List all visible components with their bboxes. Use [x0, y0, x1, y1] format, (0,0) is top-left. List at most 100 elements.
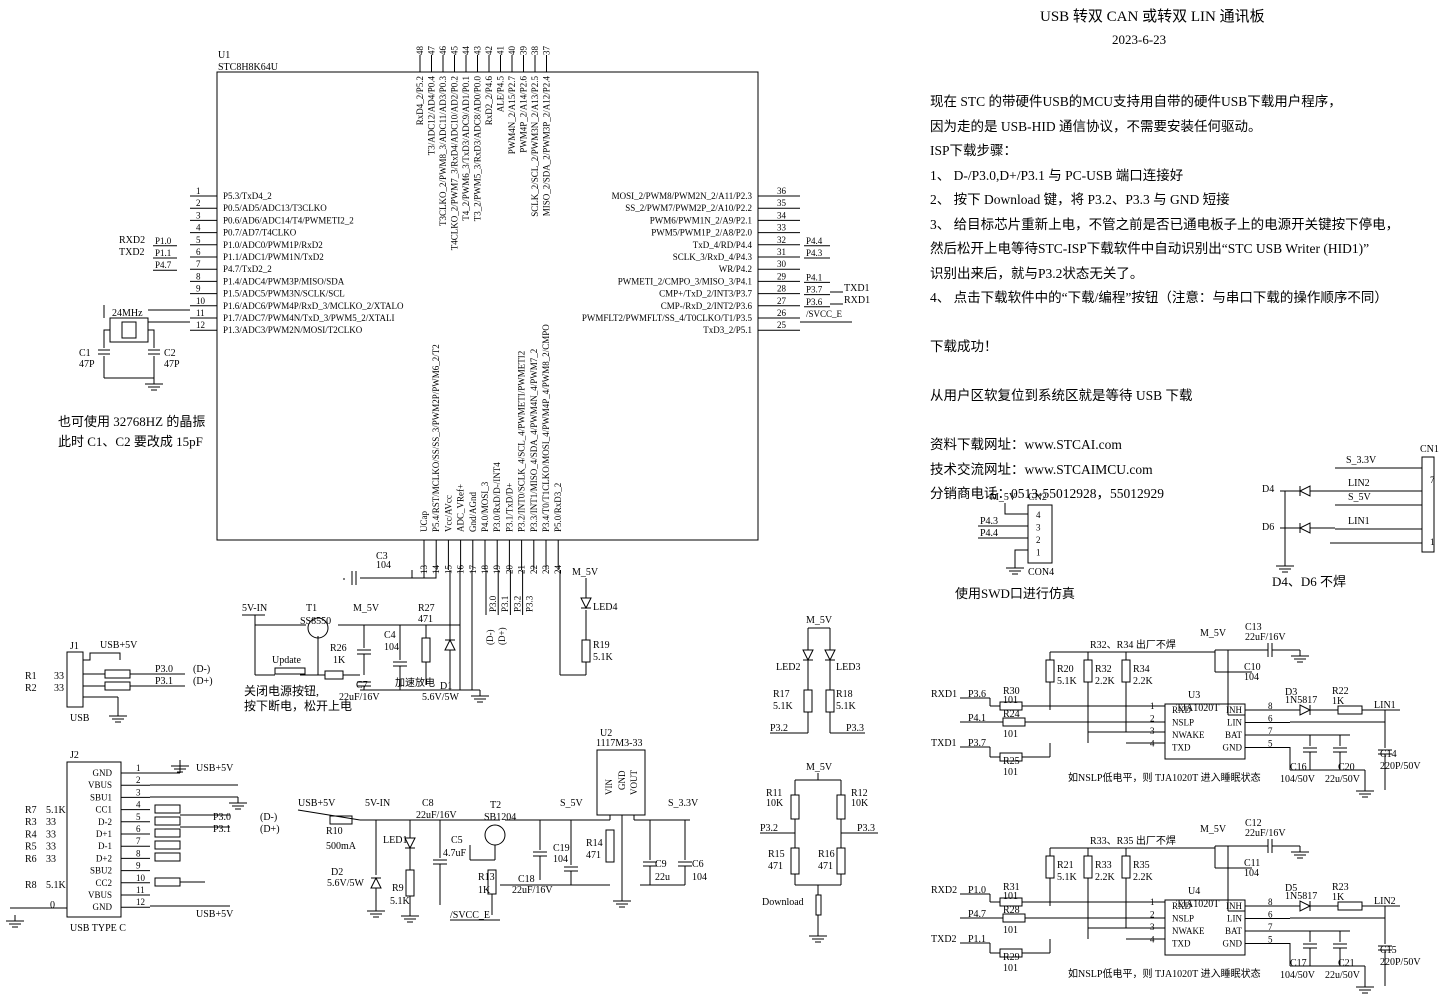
cap-label: C5: [451, 835, 463, 846]
pin-name: GND: [93, 902, 113, 912]
pin-number: 3: [1150, 726, 1155, 736]
note-line: 识别出来后，就与P3.2状态无关了。: [930, 265, 1144, 281]
part-ref: R35: [1133, 860, 1150, 871]
pin-name: SBU2: [90, 866, 112, 876]
cap-label: C8: [422, 798, 434, 809]
net-label: P3.6: [968, 689, 986, 700]
pin-name: Vcc/AVcc: [443, 495, 453, 532]
resistor: [154, 840, 181, 850]
pin-number: 2: [1150, 910, 1155, 920]
part-ref: R14: [586, 838, 603, 849]
part-ref: R12: [851, 788, 868, 799]
diode-icon: [580, 597, 592, 610]
pin-number: 11: [136, 885, 145, 895]
pin-number: 38: [530, 46, 540, 56]
pin-name: Gnd/AGnd: [468, 492, 478, 532]
pin-name: NSLP: [1172, 718, 1194, 728]
net-label: P4.4: [806, 236, 823, 246]
net-label: P4.1: [806, 272, 822, 282]
net-label: P3.1: [155, 676, 173, 687]
pin-number: 8: [1268, 897, 1273, 907]
part-ref: T2: [490, 800, 501, 811]
net-label: P3.3: [846, 723, 864, 734]
pin-number: 3: [1036, 523, 1041, 533]
pin-number: 40: [507, 46, 517, 56]
pin-name: PWM4N_2/A15/P2.7: [507, 76, 517, 155]
mcu-part: STC8H8K64U: [218, 62, 279, 73]
part-value: 22uF/16V: [1245, 828, 1286, 839]
cap-label: C18: [518, 874, 535, 885]
net-label: RXD2: [931, 885, 957, 896]
resistor: [154, 816, 181, 826]
part-value: 104: [692, 872, 707, 883]
pin-name: P5.4/RST/MCLKO/SS/SS_3/PWM2P/PWM6_2/T2: [431, 344, 441, 532]
cap-label: C20: [1338, 762, 1355, 773]
pin-name: D+2: [96, 853, 112, 863]
isp-notes: 现在 STC 的带硬件USB的MCU支持用自带的硬件USB下载用户程序，因为走的…: [930, 90, 1399, 507]
part-ref: R19: [593, 640, 610, 651]
pin-name: NSLP: [1172, 914, 1194, 924]
d4d6-note: D4、D6 不焊: [1272, 574, 1347, 589]
part-value: 500mA: [326, 841, 357, 852]
part-ref: R20: [1057, 664, 1074, 675]
net-label: LIN2: [1374, 896, 1396, 907]
part-value: 5.1K: [1057, 872, 1078, 883]
usbc-connector: [66, 761, 122, 918]
part-ref: R3: [25, 817, 37, 828]
pin-number: 23: [541, 565, 551, 575]
part-ref: R30: [1003, 686, 1020, 697]
pin-number: 1: [1150, 701, 1155, 711]
net-label: (D+): [497, 627, 507, 645]
part-value: 1N5817: [1285, 695, 1317, 706]
part-value: 1K: [333, 655, 346, 666]
pin-name: PWMFLT2/PWMFLT/SS_4/T0CLKO/T1/P3.5: [582, 313, 753, 323]
net-label: USB+5V: [298, 798, 336, 809]
not-fitted-note: R32、R34 出厂不焊: [1090, 638, 1176, 651]
pin-number: 4: [1036, 510, 1041, 520]
pin-number: 6: [136, 824, 141, 834]
diode-icon: [824, 649, 836, 662]
part-value: 22u/50V: [1325, 774, 1361, 785]
resistor: [154, 852, 181, 862]
crystal-note: 也可使用 32768HZ 的晶振 此时 C1、C2 要改成 15pF: [58, 412, 205, 452]
pin-number: 30: [777, 259, 787, 269]
net-label: RXD1: [931, 689, 957, 700]
pin-name: LIN: [1227, 914, 1242, 924]
pin-name: VBUS: [88, 780, 112, 790]
pin-number: 3: [196, 210, 201, 220]
part-ref: R13: [478, 872, 495, 883]
power-note: 关闭电源按钮, 按下断电，松开上电: [244, 684, 352, 714]
part-value: 5.1K: [46, 880, 67, 891]
net-label: P1.0: [155, 236, 172, 246]
pin-name: PWM4P_2/A14/P2.6: [519, 76, 529, 153]
part-ref: D3: [1285, 687, 1297, 698]
part-value: 2.2K: [1095, 676, 1116, 687]
pin-number: 8: [196, 271, 201, 281]
crystal-note-line: 此时 C1、C2 要改成 15pF: [58, 434, 203, 449]
pin-number: 25: [777, 320, 787, 330]
part-value: 5.6V/5W: [327, 878, 365, 889]
note-line: 2、 按下 Download 键，将 P3.2、P3.3 与 GND 短接: [930, 192, 1230, 207]
pin-name: GND: [1223, 743, 1243, 753]
cap-label: C12: [1245, 818, 1262, 829]
net-label: P3.7: [968, 738, 986, 749]
pin-number: 28: [777, 284, 787, 294]
note-line: 现在 STC 的带硬件USB的MCU支持用自带的硬件USB下载用户程序，: [930, 94, 1342, 109]
pin-name: D-1: [98, 841, 112, 851]
part-ref: LED3: [836, 662, 860, 673]
usb-label: USB: [70, 713, 90, 724]
swd-note: 使用SWD口进行仿真: [955, 586, 1075, 601]
pin-number: 22: [529, 565, 539, 574]
note-line: ISP下载步骤：: [930, 143, 1018, 158]
part-ref: D4: [1262, 484, 1274, 495]
cap-label: C11: [1244, 858, 1260, 869]
net-label: P1.1: [155, 248, 171, 258]
pin-number: 9: [136, 861, 141, 871]
wire: [1004, 503, 1028, 515]
part-value: 22u: [655, 872, 670, 883]
pin-name: TxD3_2/P5.1: [703, 325, 752, 335]
wire: [103, 329, 110, 348]
regulator: [596, 749, 646, 816]
net-label: LIN1: [1374, 700, 1396, 711]
